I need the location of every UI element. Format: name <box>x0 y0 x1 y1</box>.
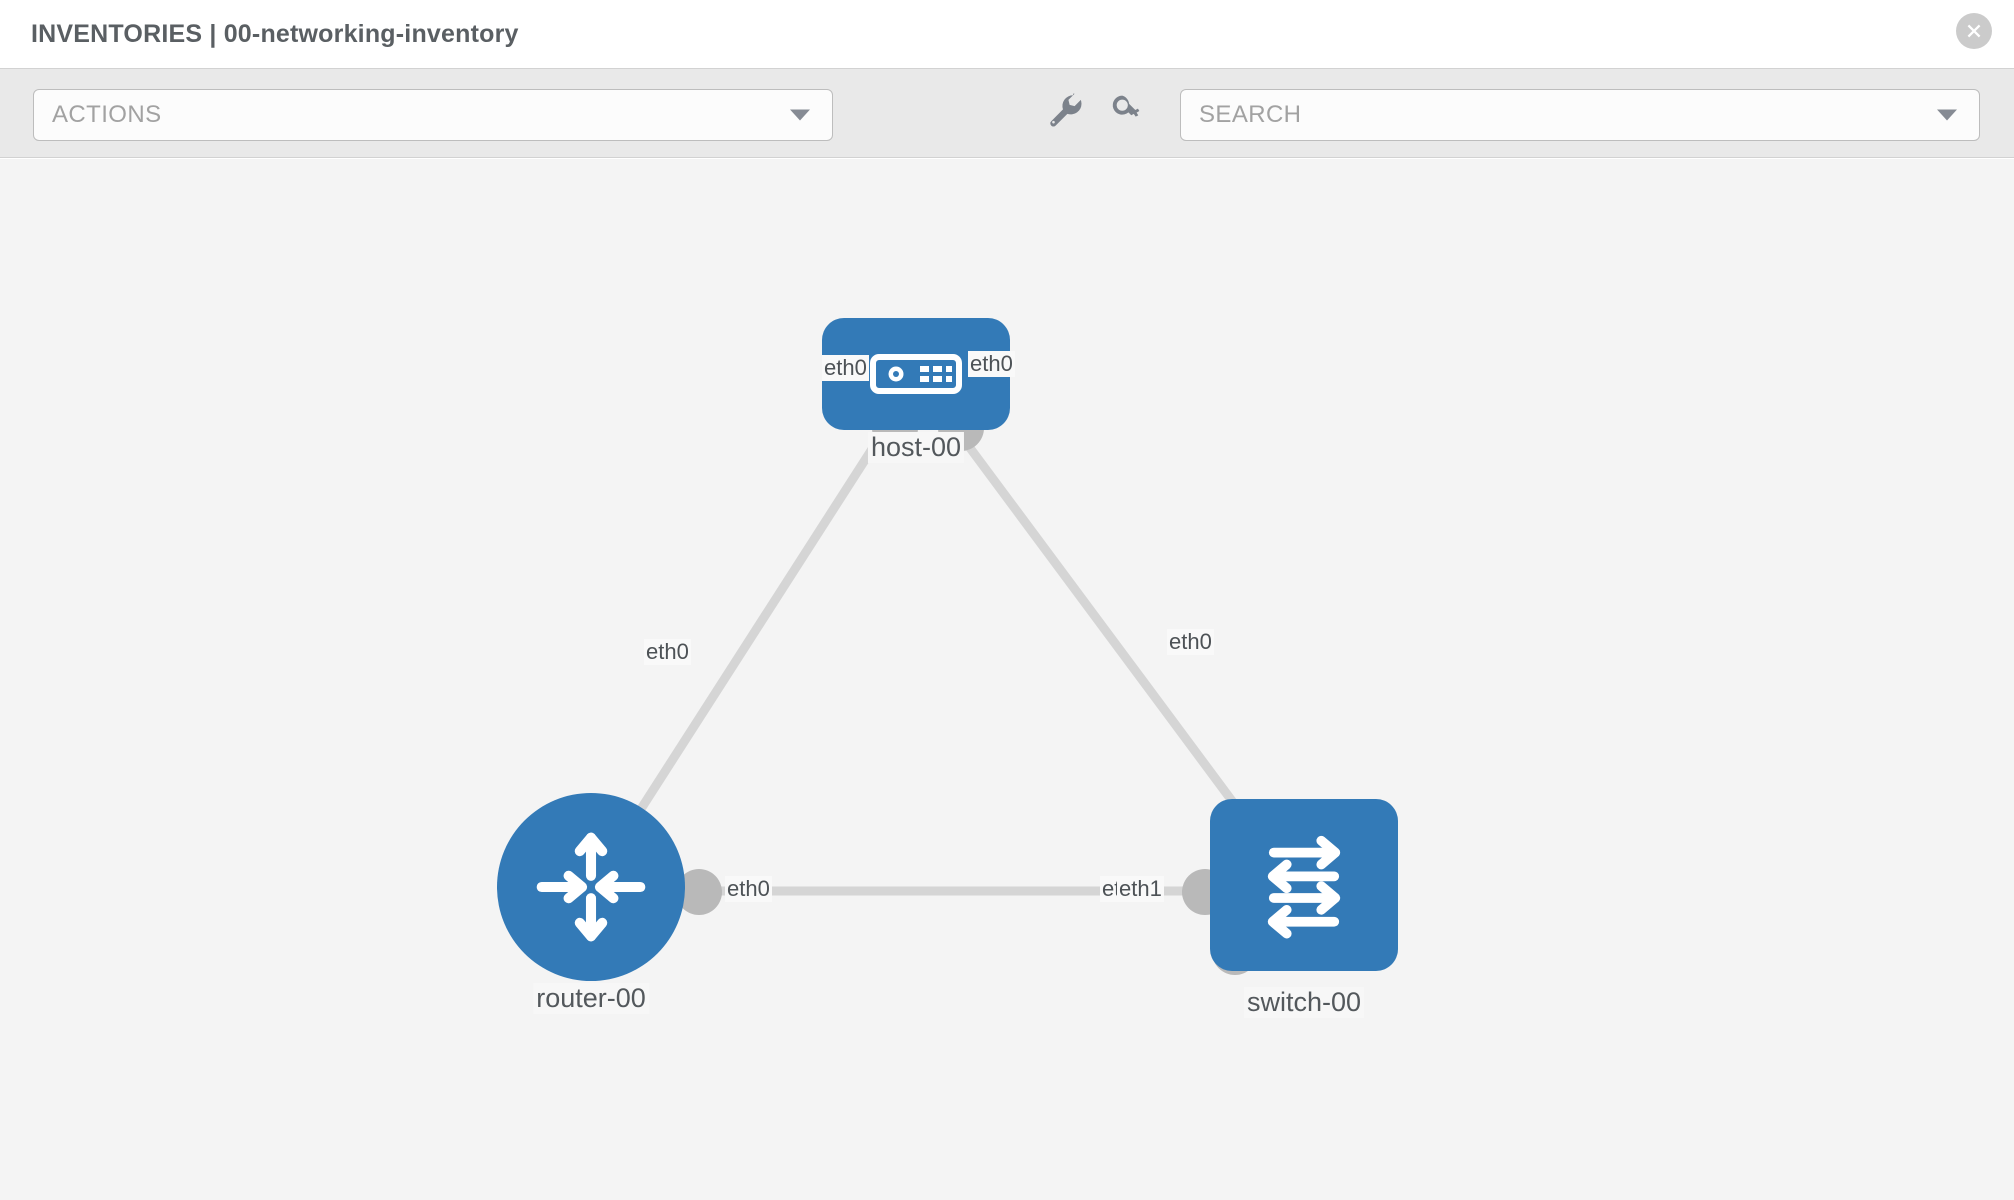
node-router-00-shape[interactable] <box>497 793 685 981</box>
switch-arrows-icon <box>1267 835 1341 939</box>
edge-label-switch-up: eth0 <box>1167 629 1214 655</box>
node-switch-00-label: switch-00 <box>1243 987 1365 1018</box>
chevron-down-icon <box>1937 109 1957 121</box>
search-placeholder: SEARCH <box>1199 101 1302 128</box>
page-title: INVENTORIES | 00-networking-inventory <box>31 19 519 48</box>
topology-links <box>592 418 1294 896</box>
wrench-icon[interactable] <box>1046 92 1084 135</box>
search-input[interactable]: SEARCH <box>1180 89 1980 141</box>
node-host-00-label: host-00 <box>867 432 965 463</box>
actions-dropdown[interactable]: ACTIONS <box>33 89 833 141</box>
node-host-00[interactable]: host-00 <box>822 318 1010 463</box>
edge-label-router-up: eth0 <box>644 639 691 665</box>
key-icon[interactable] <box>1108 92 1146 135</box>
edge-label-router-right: eth0 <box>725 876 772 902</box>
node-router-00[interactable]: router-00 <box>497 793 685 1014</box>
node-router-00-label: router-00 <box>533 983 649 1014</box>
node-switch-00[interactable]: switch-00 <box>1210 799 1398 1018</box>
topology-canvas[interactable]: host-00 router-00 <box>0 159 2014 1200</box>
toolbar: ACTIONS SEARCH <box>0 68 2014 158</box>
server-icon <box>870 354 962 394</box>
edge-label-host-left: eth0 <box>822 355 869 381</box>
edge-label-switch-left: eth1 <box>1117 876 1164 902</box>
node-switch-00-shape[interactable] <box>1210 799 1398 971</box>
actions-dropdown-label: ACTIONS <box>52 101 162 128</box>
chevron-down-icon <box>790 109 810 121</box>
router-arrows-icon <box>536 832 646 942</box>
close-icon[interactable] <box>1956 13 1992 49</box>
edge-label-host-right: eth0 <box>968 351 1015 377</box>
page-header: INVENTORIES | 00-networking-inventory <box>0 0 2014 68</box>
